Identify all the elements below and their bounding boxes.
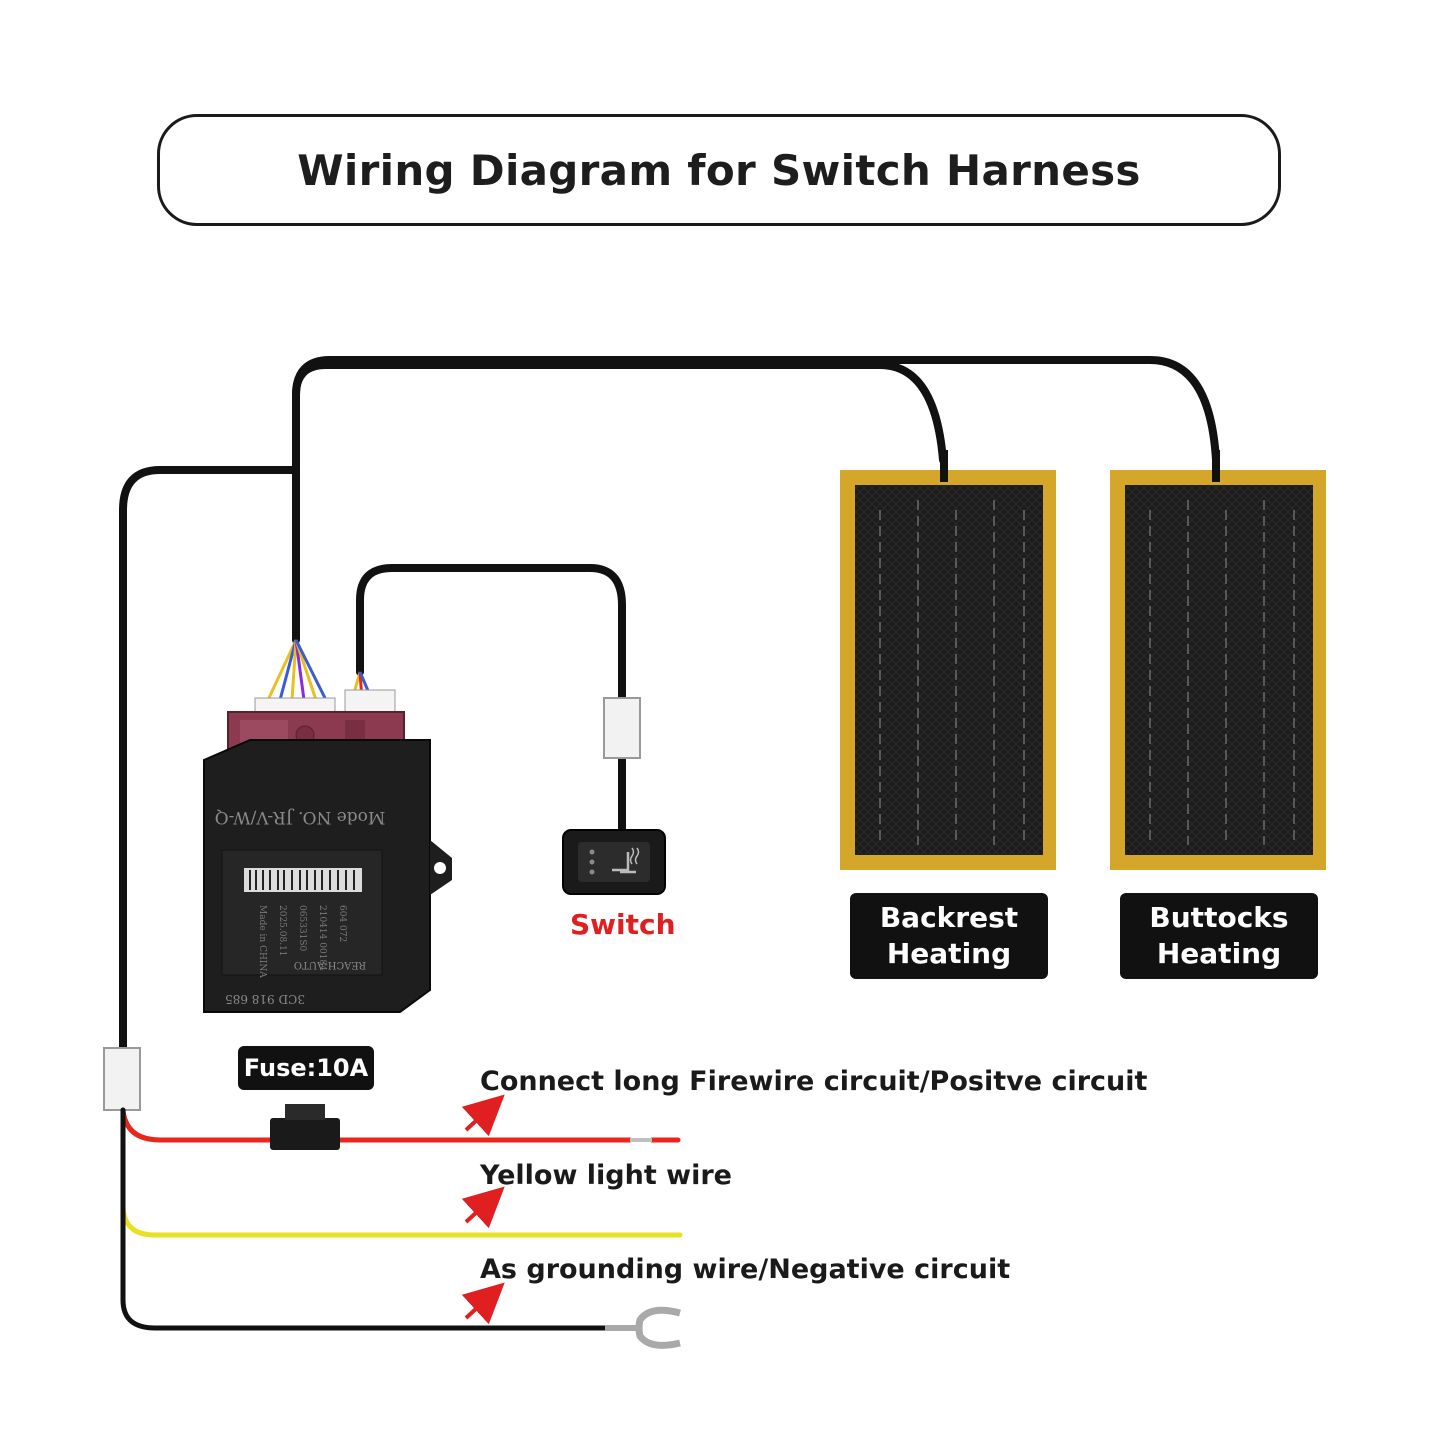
- red-positive-wire: [120, 1107, 633, 1143]
- arrow-yellow: [461, 1186, 505, 1229]
- control-module: Mode NO. JR-V/W-Q 3CD 918 685 REACH-AUTO: [203, 711, 452, 1013]
- seat-heat-switch[interactable]: [562, 829, 666, 895]
- switch-connector: [603, 697, 641, 759]
- buttocks-label-line1: Buttocks: [1149, 901, 1289, 934]
- wire-to-switch: [356, 564, 626, 704]
- switch-label: Switch: [570, 908, 676, 941]
- black-ground-wire: [120, 1107, 613, 1331]
- module-mode-text: Mode NO. JR-V/W-Q: [215, 807, 386, 827]
- annotation-arrows: [461, 1094, 505, 1325]
- wire-to-buttocks: [292, 356, 1220, 464]
- annotation-positive: Connect long Firewire circuit/Positve ci…: [480, 1066, 1148, 1097]
- module-part-number: 3CD 918 685: [225, 992, 305, 1006]
- diagram-title-box: Wiring Diagram for Switch Harness: [157, 114, 1281, 226]
- diagram-title: Wiring Diagram for Switch Harness: [297, 145, 1141, 195]
- fuse-label-text: Fuse:10A: [243, 1054, 369, 1082]
- module-sticker-line: 2025.08.11: [277, 905, 287, 957]
- backrest-heating-label: Backrest Heating: [850, 893, 1048, 979]
- backrest-label-line2: Heating: [886, 937, 1012, 970]
- buttocks-label-line2: Heating: [1156, 937, 1282, 970]
- ground-fork-terminal: [605, 1306, 681, 1349]
- wire-left-main: [119, 466, 300, 1052]
- black-harness-wires: [119, 356, 1220, 1052]
- arrow-ground: [461, 1282, 505, 1325]
- fuse-label: Fuse:10A: [238, 1046, 374, 1090]
- module-sticker-line: 604 072: [337, 905, 347, 942]
- backrest-heating-pad: [840, 450, 1056, 870]
- harness-inline-connector: [103, 1047, 141, 1111]
- module-sticker-line: Made in CHINA: [257, 905, 267, 978]
- buttocks-heating-pad: [1110, 450, 1326, 870]
- module-sticker-line: 210414 00184: [317, 905, 327, 971]
- module-sticker-line: 065331S0: [297, 905, 307, 952]
- backrest-label-line1: Backrest: [879, 901, 1019, 934]
- annotation-yellow: Yellow light wire: [480, 1160, 732, 1191]
- pigtail-connector-right: [344, 689, 396, 713]
- module-maker: REACH-AUTO: [294, 959, 366, 970]
- arrow-positive: [461, 1094, 505, 1137]
- buttocks-heating-label: Buttocks Heating: [1120, 893, 1318, 979]
- inline-fuse-holder: [270, 1104, 340, 1150]
- annotation-ground: As grounding wire/Negative circuit: [480, 1254, 1011, 1285]
- power-wires: [120, 1107, 683, 1331]
